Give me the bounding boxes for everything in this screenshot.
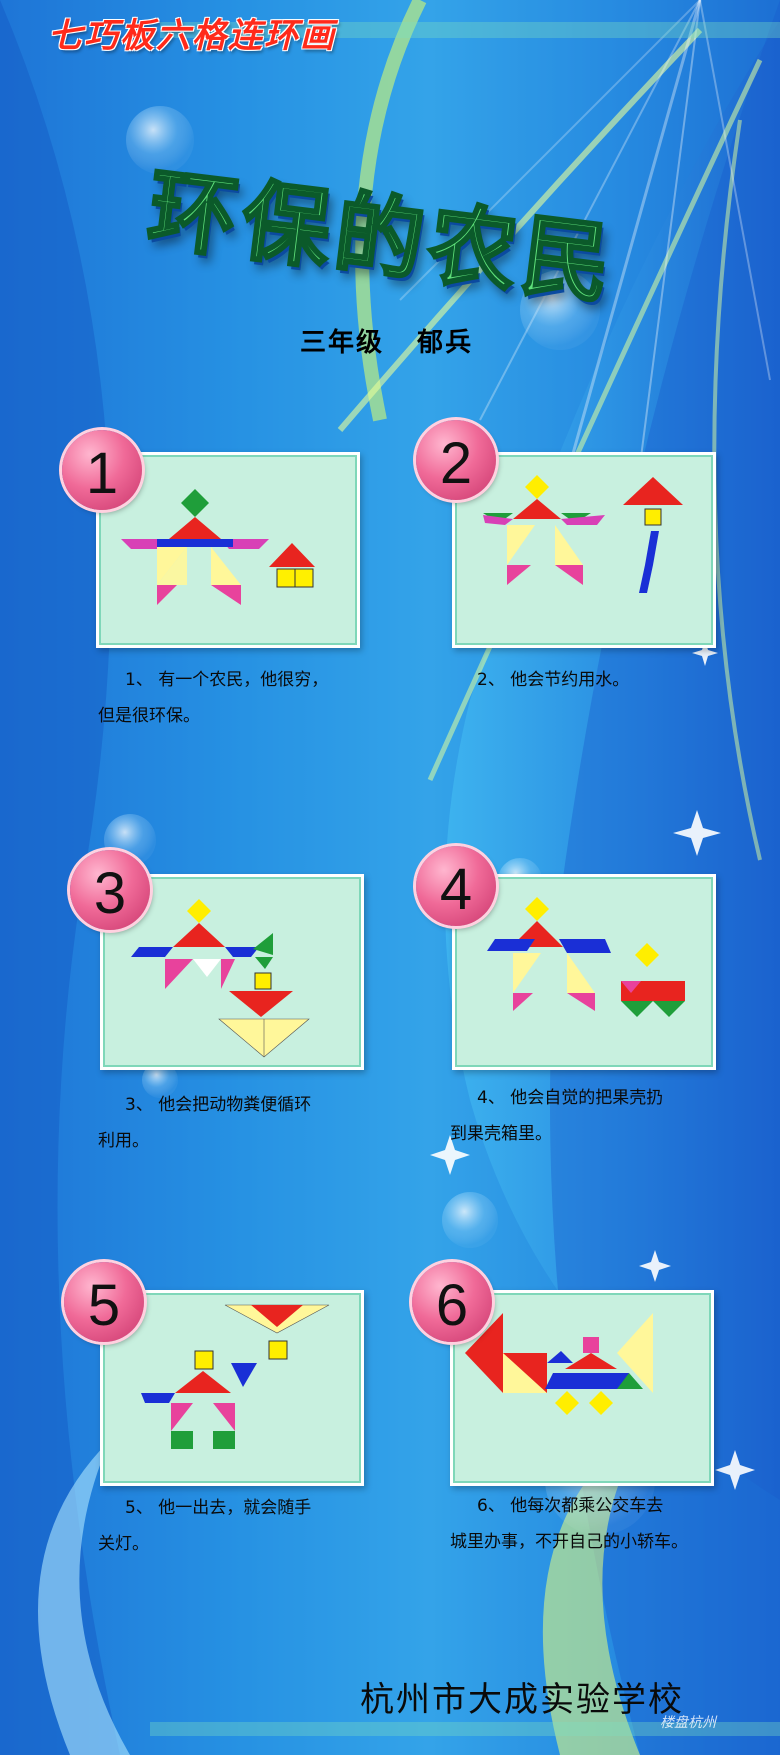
panel-number-badge-5: 5 (64, 1262, 144, 1342)
comic-panel-6 (450, 1290, 714, 1486)
comic-panel-1 (96, 452, 360, 648)
comic-panel-4 (452, 874, 716, 1070)
tangram-farmer-2 (483, 475, 683, 593)
watermark: 楼盘杭州 (660, 1715, 716, 1731)
panel-number-badge-4: 4 (416, 846, 496, 926)
school-name: 杭州市大成实验学校 (360, 1680, 684, 1720)
tangram-farmer-1 (121, 489, 315, 605)
panel-caption-1: 1、 有一个农民，他很穷， 但是很环保。 (98, 670, 329, 726)
panel-number-badge-3: 3 (70, 850, 150, 930)
panel-caption-3: 3、 他会把动物粪便循环 利用。 (98, 1095, 312, 1151)
panel-caption-4: 4、 他会自觉的把果壳扔 到果壳箱里。 (450, 1088, 664, 1144)
series-title: 七巧板六格连环画 (48, 16, 336, 56)
panel-number-badge-6: 6 (412, 1262, 492, 1342)
panel-caption-5: 5、 他一出去，就会随手 关灯。 (98, 1498, 312, 1554)
tangram-farmer-5 (141, 1304, 330, 1449)
tangram-farmer-4 (487, 897, 685, 1017)
tangram-farmer-3 (131, 899, 310, 1058)
panel-caption-2: 2、 他会节约用水。 (450, 670, 630, 690)
panel-caption-6: 6、 他每次都乘公交车去 城里办事，不开自己的小轿车。 (450, 1496, 688, 1552)
panel-number-badge-2: 2 (416, 420, 496, 500)
comic-panel-5 (100, 1290, 364, 1486)
comic-panel-2 (452, 452, 716, 648)
tangram-farmer-6 (465, 1313, 653, 1415)
author-label: 三年级 郁兵 (300, 328, 474, 358)
panel-number-badge-1: 1 (62, 430, 142, 510)
